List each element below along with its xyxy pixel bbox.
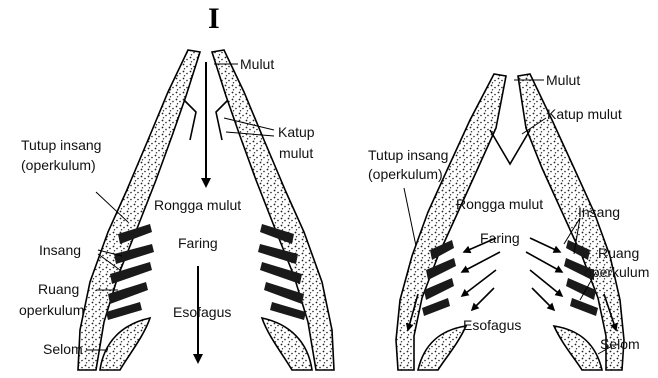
right-label-tutup-insang-line2: (operkulum) bbox=[368, 166, 443, 183]
left-diagram-coelom-right bbox=[262, 318, 312, 370]
left-label-esofagus: Esofagus bbox=[173, 304, 231, 321]
left-label-ruang-operkulum-line1: Ruang bbox=[38, 281, 79, 298]
right-label-insang: Insang bbox=[578, 204, 620, 221]
left-diagram-mouth-valve-left bbox=[184, 100, 196, 140]
left-label-selom: Selom bbox=[43, 341, 83, 358]
left-label-rongga-mulut: Rongga mulut bbox=[154, 197, 241, 214]
right-diagram-mouth-valve bbox=[490, 130, 530, 164]
left-label-faring: Faring bbox=[178, 235, 218, 252]
right-label-selom: Selom bbox=[600, 336, 640, 353]
figure-title: I bbox=[208, 3, 220, 35]
left-label-ruang-operkulum-line2: operkulum bbox=[19, 302, 84, 319]
right-label-faring: Faring bbox=[480, 230, 520, 247]
left-label-insang: Insang bbox=[39, 242, 81, 259]
left-label-katup-mulut-line2: mulut bbox=[279, 145, 313, 162]
left-label-mulut: Mulut bbox=[240, 56, 274, 73]
right-label-ruang-operkulum-line1: Ruang bbox=[598, 245, 639, 262]
left-label-tutup-insang-line1: Tutup insang bbox=[21, 137, 101, 154]
left-diagram-mouth-valve-right bbox=[216, 100, 228, 140]
left-diagram-coelom-left bbox=[100, 318, 150, 370]
right-diagram-coelom-left bbox=[418, 326, 466, 370]
left-label-katup-mulut-line1: Katup bbox=[278, 124, 315, 141]
right-diagram-coelom-right bbox=[554, 326, 602, 370]
right-label-rongga-mulut: Rongga mulut bbox=[456, 196, 543, 213]
right-label-katup-mulut: Katup mulut bbox=[547, 106, 622, 123]
right-label-esofagus: Esofagus bbox=[463, 317, 521, 334]
right-label-mulut: Mulut bbox=[546, 72, 580, 89]
right-label-tutup-insang-line1: Tutup insang bbox=[368, 147, 448, 164]
right-label-ruang-operkulum-line2: operkulum bbox=[584, 264, 649, 281]
left-label-tutup-insang-line2: (operkulum) bbox=[21, 157, 96, 174]
